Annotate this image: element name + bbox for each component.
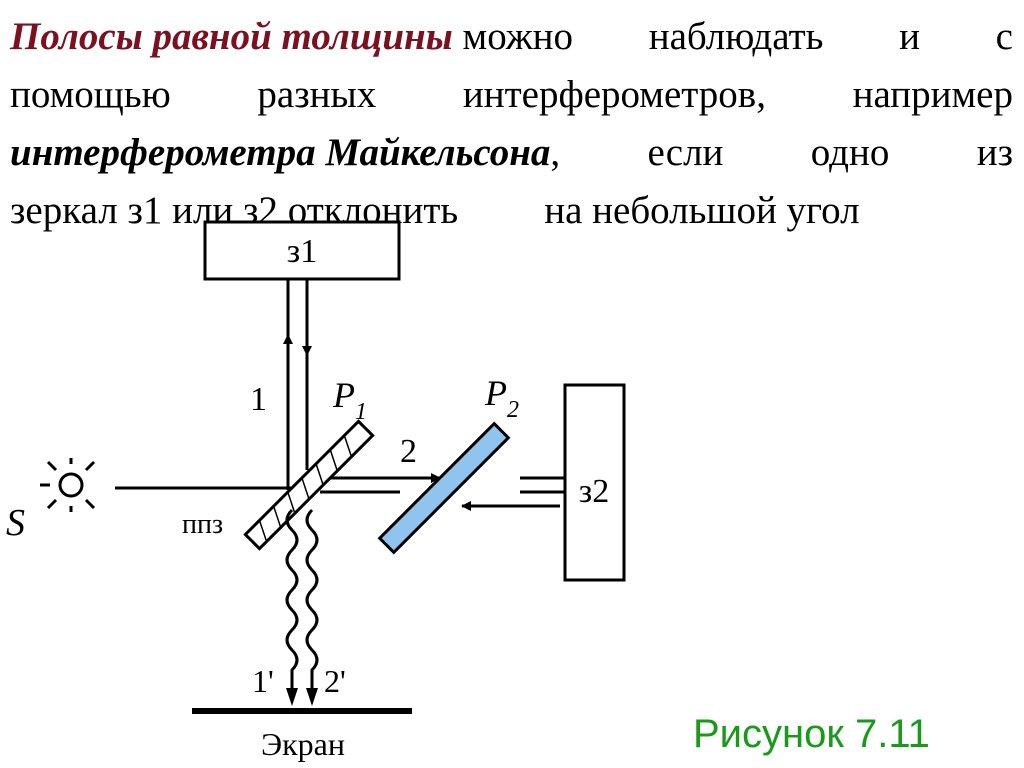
light-source-icon [40,458,96,512]
word: разных [257,73,377,116]
splitter-label: ппз [182,509,223,540]
screen-label: Экран [261,726,345,762]
paragraph-line-3: интерферометра Майкельсона, если одно из [10,124,1013,182]
output-arrow-2 [306,688,318,706]
beam-2-label: 2 [400,433,417,470]
output-beam-2 [305,508,319,690]
word: например [852,73,1013,116]
word: интерферометров, [462,73,766,116]
term-michelson-interferometer: интерферометра Майкельсона [10,131,551,174]
paragraph: Полосы равной толщины можно наблюдать и … [10,8,1013,240]
paragraph-line-2: помощью разных интерферометров, например [10,66,1013,124]
word: с [995,15,1013,58]
plate-1-label: P1 [332,375,367,425]
mirror-1 [203,220,401,281]
figure-caption: Рисунок 7.11 [693,712,930,756]
output-arrow-1 [286,688,298,706]
term-equal-thickness-fringes: Полосы равной толщины [10,15,453,58]
plate-2-label: P2 [484,373,519,423]
output-1-label: 1' [252,663,274,699]
word: одно [810,131,890,174]
mirror-1-label: з1 [287,233,317,270]
word: , [550,131,561,174]
output-beam-1 [285,508,299,690]
source-label: S [6,502,25,544]
paragraph-line-1: Полосы равной толщины можно наблюдать и … [10,8,1013,66]
beam-splitter-plate [243,419,375,551]
compensator-plate [377,421,511,555]
word: наблюдать [648,15,824,58]
output-2-label: 2' [324,663,346,699]
mirror-2 [563,383,626,582]
text-segment: на небольшой угол [544,189,860,232]
word: можно [452,15,574,58]
word: если [647,131,724,174]
beam-1-label: 1 [250,381,267,418]
word: и [899,15,920,58]
mirror-2-label: з2 [579,473,609,510]
word: из [976,131,1013,174]
word: помощью [10,73,171,116]
